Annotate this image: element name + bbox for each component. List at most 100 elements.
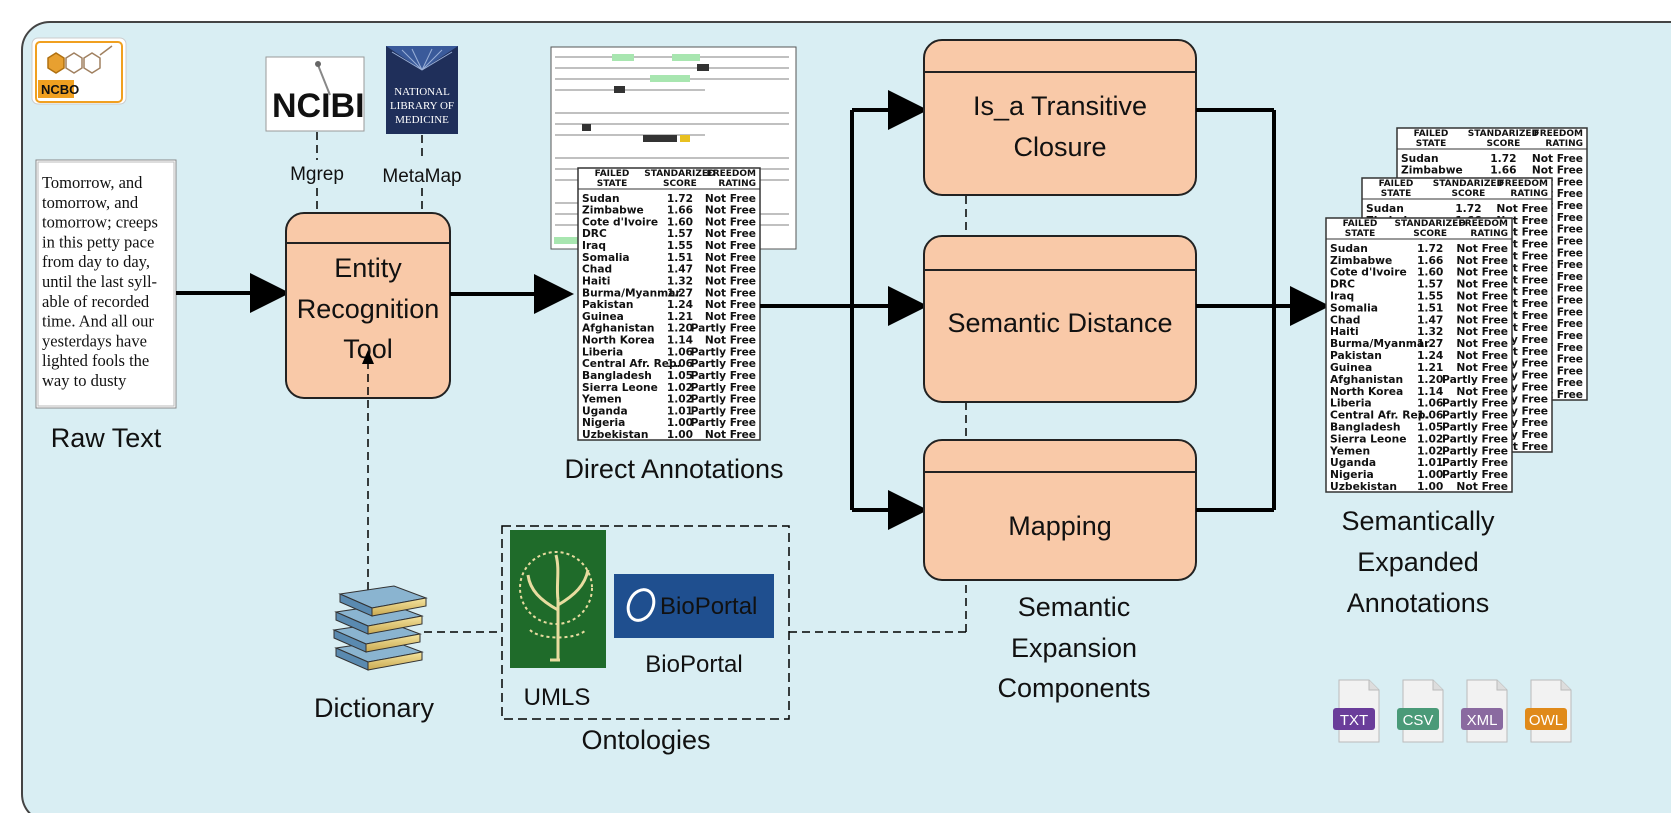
- table-cell: 1.05: [1417, 420, 1443, 433]
- table-cell: Afghanistan: [1330, 373, 1403, 386]
- table-cell: Uzbekistan: [582, 428, 648, 441]
- table-cell: 1.01: [667, 404, 693, 417]
- table-header-cell: RATING: [718, 179, 756, 189]
- table-cell: Not Free: [705, 310, 756, 323]
- ncbo-logo: NCBO: [31, 37, 127, 105]
- table-cell: Not Free: [705, 227, 756, 240]
- table-cell: Haiti: [1330, 325, 1359, 338]
- table-cell: Not Free: [705, 298, 756, 311]
- txt-file-icon: TXT: [1333, 679, 1380, 743]
- table-header-cell: FAILED: [1343, 219, 1378, 229]
- table-cell: Iraq: [582, 239, 606, 252]
- csv-file-icon: CSV: [1397, 679, 1444, 743]
- table-cell: Not Free: [1456, 325, 1508, 338]
- table-cell: Liberia: [1330, 397, 1372, 410]
- table-cell: 1.51: [1417, 301, 1443, 314]
- table-cell: 1.14: [1417, 385, 1443, 398]
- table-header-cell: FREEDOM: [1499, 179, 1548, 189]
- is-a-line2: Closure: [1013, 132, 1106, 162]
- table-header-cell: FAILED: [1414, 129, 1449, 139]
- dictionary-caption: Dictionary: [314, 693, 435, 723]
- table-header-cell: STATE: [597, 179, 627, 189]
- table-cell: Nigeria: [1330, 468, 1374, 481]
- table-cell: 1.47: [667, 263, 693, 276]
- file-format-label: OWL: [1529, 712, 1563, 729]
- nlm-logo-line3: MEDICINE: [395, 114, 449, 126]
- table-cell: 1.32: [1417, 325, 1443, 338]
- table-cell: Partly Free: [691, 322, 756, 335]
- table-cell: 1.60: [667, 215, 693, 228]
- table-cell: Partly Free: [691, 369, 756, 382]
- file-format-icons: TXT CSV XML OWL: [1333, 679, 1572, 743]
- table-cell: 1.00: [1417, 480, 1443, 493]
- table-cell: Iraq: [1330, 290, 1354, 303]
- file-format-label: XML: [1467, 712, 1498, 729]
- table-cell: Not Free: [705, 334, 756, 347]
- raw-text-line: able of recorded: [42, 292, 150, 311]
- raw-text-line: until the last syll-: [42, 272, 157, 291]
- table-cell: Not Free: [1456, 313, 1508, 326]
- table-cell: North Korea: [582, 334, 655, 347]
- table-cell: 1.06: [1417, 409, 1443, 422]
- table-cell: Not Free: [705, 428, 756, 441]
- raw-text-line: time. And all our: [42, 312, 154, 331]
- table-cell: Uganda: [582, 404, 628, 417]
- bioportal-logo-text: BioPortal: [660, 593, 757, 620]
- raw-text-line: in this petty pace: [42, 232, 154, 251]
- table-cell: Liberia: [582, 345, 623, 358]
- table-cell: Sierra Leone: [582, 381, 658, 394]
- table-cell: 1.72: [1490, 152, 1516, 165]
- table-header-cell: FAILED: [595, 169, 630, 179]
- table-cell: 1.06: [667, 345, 693, 358]
- raw-text-line: tomorrow, and: [42, 193, 139, 212]
- table-cell: Uganda: [1330, 456, 1376, 469]
- table-cell: 1.00: [667, 428, 693, 441]
- table-cell: Partly Free: [691, 381, 756, 394]
- table-cell: Pakistan: [1330, 349, 1382, 362]
- table-cell: Not Free: [1456, 254, 1508, 267]
- ontologies-caption: Ontologies: [581, 725, 710, 755]
- table-cell: 1.05: [667, 369, 693, 382]
- table-cell: Sierra Leone: [1330, 432, 1406, 445]
- table-header-cell: SCORE: [663, 179, 697, 189]
- table-cell: Partly Free: [1442, 420, 1508, 433]
- raw-text-line: Tomorrow, and: [42, 173, 143, 192]
- table-cell: Chad: [582, 263, 612, 276]
- table-cell: Not Free: [1456, 337, 1508, 350]
- xml-file-icon: XML: [1461, 679, 1508, 743]
- table-cell: Sudan: [1366, 202, 1404, 215]
- metamap-label: MetaMap: [382, 166, 461, 187]
- table-cell: DRC: [1330, 278, 1355, 291]
- entity-tool-line2: Recognition: [297, 294, 440, 324]
- dictionary-books-icon: [332, 585, 428, 671]
- expanded-caption-line3: Annotations: [1347, 588, 1490, 618]
- table-cell: DRC: [582, 227, 607, 240]
- table-cell: Cote d'Ivoire: [1330, 266, 1407, 279]
- raw-text-caption: Raw Text: [51, 423, 162, 453]
- table-cell: 1.32: [667, 274, 693, 287]
- nlm-logo-line2: LIBRARY OF: [390, 100, 454, 112]
- table-cell: Not Free: [705, 251, 756, 264]
- table-cell: Guinea: [582, 310, 624, 323]
- table-cell: Not Free: [1456, 349, 1508, 362]
- table-cell: Cote d'Ivoire: [582, 215, 658, 228]
- table-header-cell: SCORE: [1413, 229, 1447, 239]
- mapping-label: Mapping: [1008, 511, 1112, 541]
- table-cell: Not Free: [1456, 266, 1508, 279]
- table-cell: Partly Free: [1442, 397, 1508, 410]
- table-cell: Not Free: [705, 192, 756, 205]
- table-cell: Zimbabwe: [582, 204, 644, 217]
- table-header-cell: FREEDOM: [1459, 219, 1508, 229]
- table-cell: Zimbabwe: [1401, 164, 1463, 177]
- table-cell: Uzbekistan: [1330, 480, 1397, 493]
- table-cell: 1.00: [667, 416, 693, 429]
- table-header-cell: STANDARIZED: [1433, 179, 1504, 189]
- table-cell: 1.06: [1417, 397, 1443, 410]
- table-cell: Partly Free: [691, 393, 756, 406]
- table-cell: Not Free: [1496, 202, 1548, 215]
- umls-caption: UMLS: [524, 684, 591, 711]
- raw-text-line: yesterdays have: [42, 331, 147, 350]
